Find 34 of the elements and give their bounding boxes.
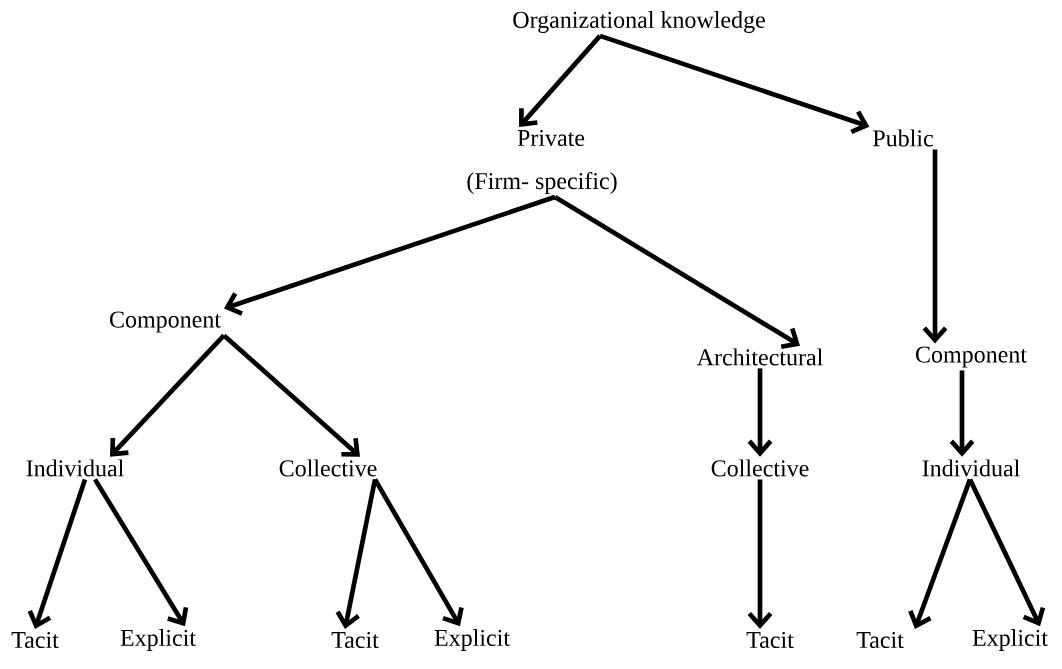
node-label: Tacit bbox=[11, 631, 59, 649]
arrow bbox=[110, 333, 226, 457]
node-label: Explicit bbox=[972, 629, 1048, 651]
arrow bbox=[222, 333, 360, 457]
arrow bbox=[747, 479, 773, 629]
arrow bbox=[519, 34, 602, 127]
node-label: Individual bbox=[26, 459, 124, 477]
node-label: Architectural bbox=[696, 348, 823, 366]
arrow bbox=[373, 478, 464, 627]
arrow bbox=[553, 194, 800, 349]
node-label: Component bbox=[916, 346, 1027, 368]
arrow bbox=[908, 478, 973, 629]
node-label: (Firm- specific) bbox=[467, 172, 617, 194]
node-label: Tacit bbox=[746, 631, 794, 649]
node-label: Collective bbox=[711, 459, 809, 477]
arrow bbox=[93, 478, 189, 627]
node-label: Organizational knowledge bbox=[513, 11, 765, 33]
node-label: Public bbox=[873, 129, 933, 147]
node-label: Collective bbox=[279, 459, 377, 477]
node-label: Explicit bbox=[434, 629, 510, 651]
node-label: Tacit bbox=[856, 631, 904, 649]
arrow bbox=[599, 33, 870, 134]
arrow bbox=[27, 478, 88, 629]
node-label: Component bbox=[110, 311, 221, 333]
node-label: Tacit bbox=[331, 631, 379, 649]
arrow bbox=[949, 370, 975, 457]
arrow bbox=[223, 194, 556, 316]
node-label: Explicit bbox=[120, 629, 196, 651]
node-label: Private bbox=[517, 129, 585, 147]
node-label: Individual bbox=[922, 459, 1020, 477]
arrow bbox=[335, 478, 378, 629]
arrow bbox=[967, 478, 1046, 627]
arrow bbox=[922, 149, 948, 344]
arrow bbox=[747, 368, 773, 457]
